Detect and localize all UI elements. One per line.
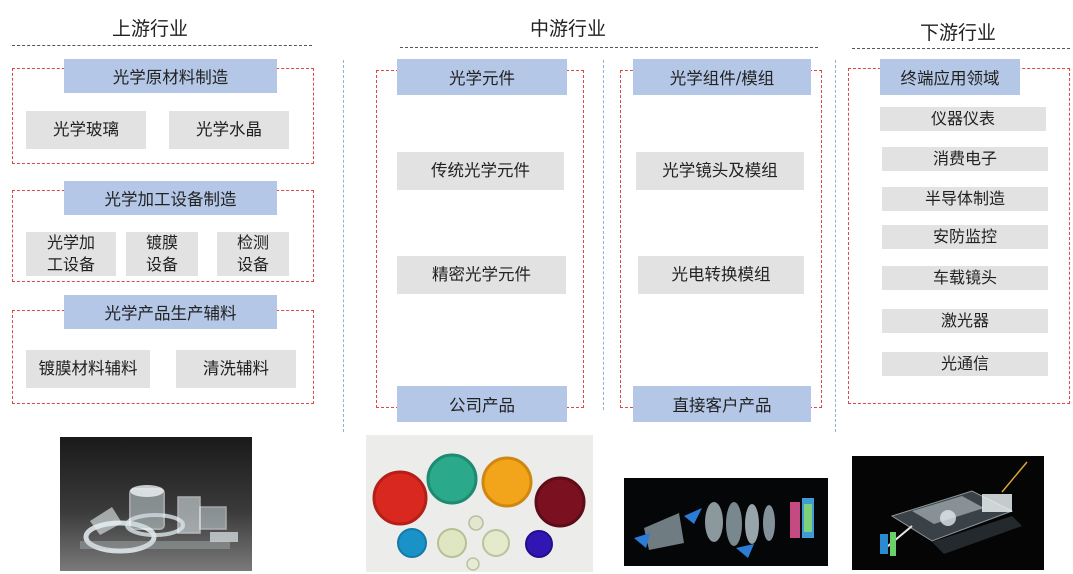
midstream-column-separator: [603, 60, 604, 410]
midstream-title: 中游行业: [529, 18, 606, 40]
production-aux-header: 光学产品生产辅料: [64, 295, 277, 329]
application-item-semiconductor: 半导体制造: [882, 187, 1048, 211]
downstream-title-rule: [852, 48, 1070, 49]
midstream-title-rule: [400, 47, 818, 48]
optical-components-header: 光学元件: [397, 59, 567, 95]
application-item-laser: 激光器: [882, 309, 1048, 333]
application-item-automotive-lens: 车载镜头: [882, 266, 1048, 290]
optical-components-box: [376, 70, 584, 408]
testing-equipment-item: 检测 设备: [217, 232, 289, 276]
coating-materials-item: 镀膜材料辅料: [26, 350, 150, 388]
cleaning-aux-item: 清洗辅料: [176, 350, 296, 388]
application-item-security: 安防监控: [882, 225, 1048, 249]
optical-modules-header: 光学组件/模组: [633, 59, 811, 95]
end-applications-header: 终端应用领域: [880, 59, 1020, 95]
direct-customer-products-label: 直接客户产品: [633, 386, 811, 422]
application-item-optical-communication: 光通信: [882, 352, 1048, 376]
application-item-instruments: 仪器仪表: [880, 107, 1046, 131]
upstream-midstream-separator: [343, 60, 344, 432]
application-item-consumer-electronics: 消费电子: [882, 147, 1048, 171]
downstream-title: 下游行业: [919, 22, 996, 44]
precision-components-item: 精密光学元件: [397, 256, 566, 294]
processing-equipment-item: 光学加 工设备: [26, 232, 116, 276]
midstream-downstream-separator: [835, 60, 836, 432]
optical-crystal-item: 光学水晶: [169, 111, 289, 149]
photoelectric-modules-item: 光电转换模组: [638, 256, 804, 294]
traditional-components-item: 传统光学元件: [397, 152, 564, 190]
optical-filters-photo: [366, 435, 593, 572]
company-products-label: 公司产品: [397, 386, 567, 422]
lens-module-photo: [624, 478, 828, 566]
processing-equipment-header: 光学加工设备制造: [64, 181, 277, 215]
raw-materials-header: 光学原材料制造: [64, 59, 277, 93]
optical-glass-photo: [60, 437, 252, 571]
upstream-title-rule: [12, 45, 312, 46]
upstream-title: 上游行业: [111, 18, 188, 40]
optical-instrument-photo: [852, 456, 1044, 570]
optical-glass-item: 光学玻璃: [26, 111, 146, 149]
optical-modules-box: [620, 70, 822, 408]
optical-lens-modules-item: 光学镜头及模组: [636, 152, 804, 190]
coating-equipment-item: 镀膜 设备: [126, 232, 198, 276]
